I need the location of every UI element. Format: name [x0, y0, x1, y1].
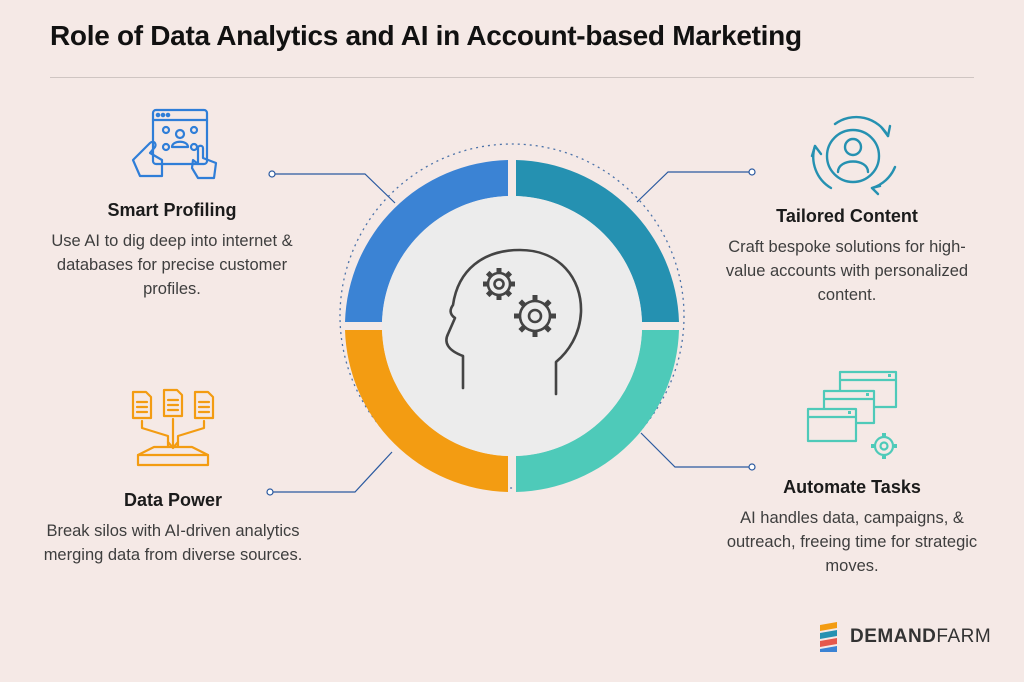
segment-automate-tasks [516, 330, 679, 492]
card-text: Use AI to dig deep into internet & datab… [51, 232, 293, 298]
card-smart-profiling: Smart Profiling Use AI to dig deep into … [50, 200, 294, 301]
card-title: Data Power [123, 490, 223, 510]
card-text: Craft bespoke solutions for high-value a… [725, 238, 969, 304]
segment-data-power [345, 330, 508, 492]
card-text: Break silos with AI-driven analytics mer… [43, 522, 303, 564]
center-disk [382, 196, 642, 456]
demandfarm-logo: DEMANDFARM [818, 622, 991, 652]
segment-tailored-content [516, 160, 679, 322]
connector-tailored-content [636, 171, 749, 203]
connector-smart-profiling [275, 173, 396, 204]
documents-merge-icon [131, 388, 215, 467]
user-cycle-icon [810, 115, 897, 196]
connector-automate-tasks [640, 432, 749, 468]
card-title: Smart Profiling [107, 200, 237, 220]
card-tailored-content: Tailored Content Craft bespoke solutions… [722, 206, 972, 307]
title-divider [50, 77, 974, 78]
connector-data-power [273, 451, 393, 493]
demandfarm-mark-icon [820, 622, 837, 652]
card-automate-tasks: Automate Tasks AI handles data, campaign… [718, 477, 986, 578]
dotted-orbit [339, 143, 685, 489]
card-data-power: Data Power Break silos with AI-driven an… [42, 490, 304, 567]
card-title: Automate Tasks [783, 477, 921, 497]
page-title: Role of Data Analytics and AI in Account… [50, 20, 802, 51]
segment-smart-profiling [345, 160, 508, 322]
windows-gear-icon [806, 370, 898, 459]
profile-touchscreen-icon [131, 108, 218, 180]
head-with-gears-icon [445, 248, 583, 396]
card-text: AI handles data, campaigns, & outreach, … [726, 509, 978, 575]
brand-name: DEMANDFARM [850, 626, 992, 647]
card-title: Tailored Content [776, 206, 918, 226]
